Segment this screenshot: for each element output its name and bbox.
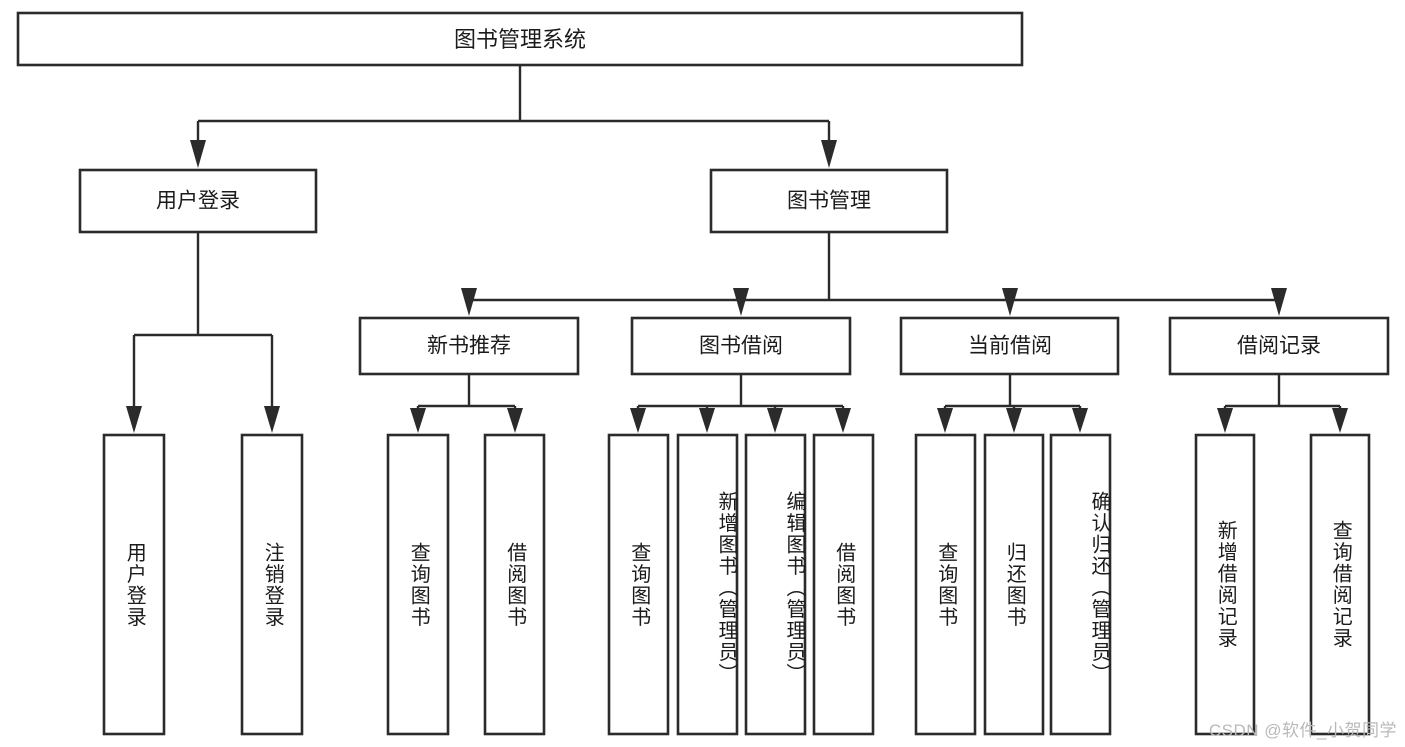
node-current-borrow[interactable]: 当前借阅 — [899, 316, 1120, 376]
arrow-head-user-login — [190, 140, 206, 168]
node-user-login-box[interactable] — [78, 168, 318, 234]
leaf-box-user-login[interactable] — [102, 433, 166, 736]
connector-borrow-record-trunk — [1223, 374, 1342, 410]
node-book-borrow[interactable]: 图书借阅 — [630, 316, 852, 376]
node-new-book-rec-box[interactable] — [358, 316, 580, 376]
node-new-book-rec[interactable]: 新书推荐 — [358, 316, 580, 376]
leaf-box-add-book[interactable] — [676, 433, 739, 736]
leaf-box-borrow-book-1[interactable] — [483, 433, 546, 736]
leaf-box-confirm-return[interactable] — [1049, 433, 1112, 736]
node-book-borrow-box[interactable] — [630, 316, 852, 376]
node-borrow-record[interactable]: 借阅记录 — [1168, 316, 1390, 376]
leaf-box-borrow-book-2[interactable] — [812, 433, 875, 736]
arrow-head-leaf-return-book — [1006, 408, 1022, 433]
node-root-box[interactable] — [16, 11, 1024, 67]
connector-group-book-manage — [461, 232, 1287, 316]
arrow-head-leaf-query-book-1 — [410, 408, 426, 433]
node-new-book-rec-label: 新书推荐 — [427, 335, 511, 358]
connector-group-current-borrow — [937, 374, 1088, 433]
arrow-head-book-borrow — [733, 288, 749, 316]
arrow-head-leaf-query-book-2 — [630, 408, 646, 433]
leaf-boxes — [102, 433, 1371, 736]
node-book-borrow-label: 图书借阅 — [699, 335, 783, 358]
connector-group-book-borrow — [630, 374, 851, 433]
arrow-head-leaf-user-login — [126, 406, 142, 433]
connector-current-borrow-trunk — [943, 374, 1082, 410]
node-borrow-record-label: 借阅记录 — [1237, 335, 1321, 358]
node-root-label: 图书管理系统 — [454, 27, 586, 52]
node-book-manage-label: 图书管理 — [787, 190, 871, 213]
arrow-head-book-manage — [821, 140, 837, 168]
connector-group-user-login — [126, 232, 280, 433]
arrow-head-leaf-logout — [264, 406, 280, 433]
node-user-login-label: 用户登录 — [156, 190, 240, 213]
node-borrow-record-box[interactable] — [1168, 316, 1390, 376]
arrow-head-new-book-rec — [461, 288, 477, 316]
csdn-watermark: CSDN @软件_小贺同学 — [1208, 721, 1397, 740]
connector-root-trunk — [196, 65, 831, 140]
arrow-head-leaf-borrow-book-2 — [835, 408, 851, 433]
leaf-box-edit-book[interactable] — [744, 433, 807, 736]
arrow-head-leaf-borrow-book-1 — [507, 408, 523, 433]
arrow-head-leaf-confirm-return — [1072, 408, 1088, 433]
leaf-box-query-record[interactable] — [1309, 433, 1371, 736]
node-book-manage-box[interactable] — [709, 168, 949, 234]
connector-book-manage-drops — [467, 288, 1281, 300]
arrow-head-leaf-add-record — [1217, 408, 1233, 433]
connector-group-borrow-record — [1217, 374, 1348, 433]
node-user-login[interactable]: 用户登录 — [78, 168, 318, 234]
connector-group-root — [190, 65, 837, 168]
connector-user-login-trunk — [132, 232, 274, 406]
leaf-box-query-book-3[interactable] — [914, 433, 977, 736]
arrow-head-leaf-query-record — [1332, 408, 1348, 433]
arrow-head-leaf-add-book — [699, 408, 715, 433]
arrow-head-leaf-query-book-3 — [937, 408, 953, 433]
leaf-box-query-book-2[interactable] — [607, 433, 670, 736]
node-book-manage[interactable]: 图书管理 — [709, 168, 949, 234]
arrow-head-leaf-edit-book — [767, 408, 783, 433]
connector-book-borrow-trunk — [636, 374, 845, 410]
leaf-box-query-book-1[interactable] — [386, 433, 450, 736]
connector-group-new-book-rec — [410, 374, 523, 433]
node-root[interactable]: 图书管理系统 — [16, 11, 1024, 67]
connector-book-manage-trunk — [467, 232, 1281, 302]
leaf-box-return-book[interactable] — [983, 433, 1045, 736]
arrow-head-borrow-record — [1271, 288, 1287, 316]
node-current-borrow-box[interactable] — [899, 316, 1120, 376]
leaf-box-add-record[interactable] — [1194, 433, 1256, 736]
node-current-borrow-label: 当前借阅 — [968, 335, 1052, 358]
leaf-box-logout[interactable] — [240, 433, 304, 736]
connector-new-book-rec-trunk — [416, 374, 517, 410]
arrow-head-current-borrow — [1002, 288, 1018, 316]
